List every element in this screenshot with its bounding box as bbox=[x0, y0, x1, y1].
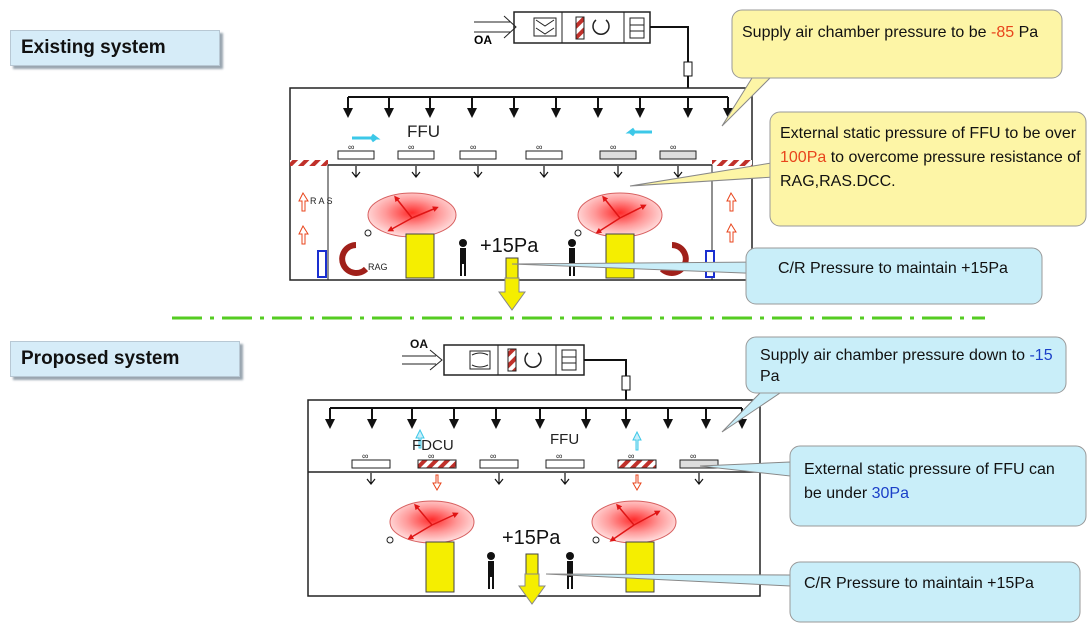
existing-supply-callout bbox=[731, 9, 1063, 79]
svg-text:∞: ∞ bbox=[348, 142, 354, 152]
svg-text:∞: ∞ bbox=[490, 451, 496, 461]
proposed-supply-callout bbox=[745, 336, 1067, 394]
svg-text:∞: ∞ bbox=[628, 451, 634, 461]
proposed-person-right bbox=[566, 552, 574, 589]
existing-heat-cloud-right bbox=[577, 192, 663, 238]
proposed-oa-label: OA bbox=[410, 337, 428, 351]
existing-ras-label: R A S bbox=[310, 196, 333, 206]
existing-ahu bbox=[474, 11, 651, 44]
existing-pressure-label: +15Pa bbox=[480, 235, 539, 257]
svg-text:∞: ∞ bbox=[428, 451, 434, 461]
proposed-equipment-right bbox=[625, 541, 655, 593]
proposed-cr-callout-text: C/R Pressure to maintain +15Pa bbox=[804, 575, 1034, 592]
existing-ffu-callout bbox=[769, 111, 1087, 227]
existing-cr-callout-text: C/R Pressure to maintain +15Pa bbox=[778, 260, 1008, 277]
existing-person-right bbox=[568, 239, 576, 276]
svg-text:∞: ∞ bbox=[408, 142, 414, 152]
existing-oa-label: OA bbox=[474, 33, 492, 47]
proposed-ahu bbox=[402, 344, 585, 376]
proposed-heat-cloud-left bbox=[389, 500, 475, 544]
svg-text:∞: ∞ bbox=[362, 451, 368, 461]
svg-text:∞: ∞ bbox=[670, 142, 676, 152]
existing-heat-cloud-left bbox=[367, 192, 457, 238]
svg-text:∞: ∞ bbox=[536, 142, 542, 152]
proposed-cr-callout bbox=[789, 561, 1081, 623]
proposed-fdcu-label: FDCU bbox=[412, 437, 454, 454]
existing-cr-callout bbox=[745, 247, 1043, 305]
existing-equipment-right bbox=[605, 233, 635, 279]
proposed-system-label: Proposed system bbox=[10, 341, 240, 377]
svg-text:∞: ∞ bbox=[470, 142, 476, 152]
proposed-person-left bbox=[487, 552, 495, 589]
existing-ffu-label: FFU bbox=[407, 122, 440, 141]
svg-text:∞: ∞ bbox=[610, 142, 616, 152]
svg-text:∞: ∞ bbox=[556, 451, 562, 461]
proposed-ffu-label: FFU bbox=[550, 431, 579, 448]
existing-ffu-callout-text: External static pressure of FFU to be ov… bbox=[780, 125, 1081, 190]
proposed-supply-callout-text: Supply air chamber pressure down to -15 … bbox=[760, 347, 1053, 385]
existing-equipment-left bbox=[405, 233, 435, 279]
existing-supply-duct bbox=[343, 96, 733, 118]
existing-ffu-row: ∞ ∞ ∞ ∞ ∞ ∞ bbox=[337, 142, 697, 160]
proposed-ffu-callout-text: External static pressure of FFU can be u… bbox=[804, 461, 1055, 502]
svg-text:∞: ∞ bbox=[690, 451, 696, 461]
existing-supply-callout-text: Supply air chamber pressure to be -85 Pa bbox=[742, 24, 1039, 41]
existing-rag-label: RAG bbox=[368, 262, 388, 272]
proposed-ffu-row: ∞ ∞ ∞ ∞ ∞ ∞ bbox=[351, 451, 719, 469]
proposed-equipment-left bbox=[425, 541, 455, 593]
proposed-pressure-label: +15Pa bbox=[502, 527, 561, 549]
existing-person-left bbox=[459, 239, 467, 276]
proposed-ffu-callout bbox=[789, 445, 1087, 527]
proposed-heat-cloud-right bbox=[591, 500, 677, 544]
proposed-supply-duct bbox=[325, 407, 747, 429]
existing-system-label: Existing system bbox=[10, 30, 220, 66]
